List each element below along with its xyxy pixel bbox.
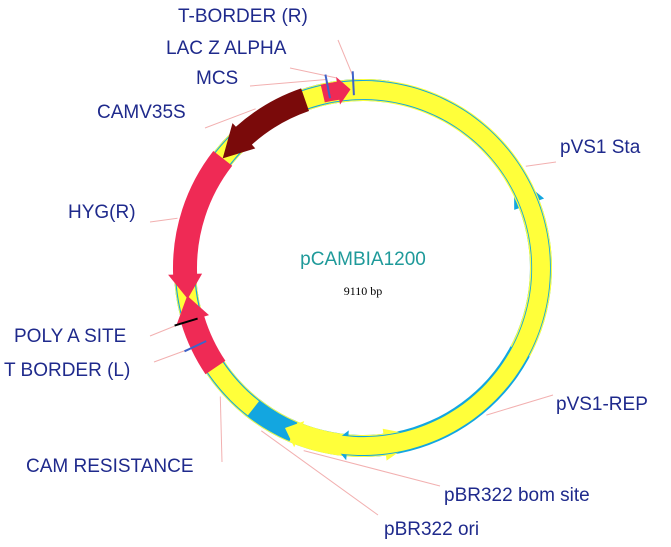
tick-mcs	[324, 74, 331, 99]
leader-t-border-r	[337, 39, 354, 77]
leader-pbr322-ori	[261, 430, 379, 516]
leader-poly-a-site	[149, 323, 180, 337]
label-mcs: MCS	[196, 68, 238, 89]
plasmid-name: pCAMBIA1200	[300, 249, 426, 270]
tick-poly-a-site	[174, 317, 198, 327]
feature-cam-resistance	[176, 295, 226, 375]
label-hyg-r: HYG(R)	[68, 202, 136, 223]
label-camv35s: CAMV35S	[97, 102, 186, 123]
label-poly-a-site: POLY A SITE	[14, 326, 126, 347]
leader-lines	[149, 39, 557, 516]
label-lac-z-alpha: LAC Z ALPHA	[166, 38, 287, 59]
label-pbr322-ori: pBR322 ori	[384, 519, 479, 540]
leader-pvs1-sta	[525, 161, 557, 167]
plasmid-size: 9110 bp	[344, 284, 383, 298]
leader-pbr322-bom-site	[303, 450, 441, 487]
leader-pvs1-rep	[486, 394, 554, 416]
leader-lac-z-alpha	[289, 67, 337, 79]
label-t-border-l: T BORDER (L)	[4, 360, 130, 381]
label-pvs1-sta: pVS1 Sta	[560, 137, 641, 158]
label-pbr322-bom-site: pBR322 bom site	[444, 485, 590, 506]
label-cam-resistance: CAM RESISTANCE	[26, 456, 194, 477]
leader-mcs	[249, 79, 327, 87]
tick-t-border-l	[184, 340, 207, 353]
tick-t-border-r	[351, 71, 355, 96]
feature-hyg-r	[168, 151, 233, 299]
feature-camv35s	[222, 88, 309, 159]
leader-camv35s	[204, 108, 256, 129]
label-t-border-r: T-BORDER (R)	[178, 6, 308, 27]
leader-cam-resistance	[219, 396, 223, 463]
leader-t-border-l	[153, 348, 190, 363]
site-ticks	[174, 71, 355, 353]
label-pvs1-rep: pVS1-REP	[556, 394, 648, 415]
leader-hyg-r	[149, 217, 178, 223]
